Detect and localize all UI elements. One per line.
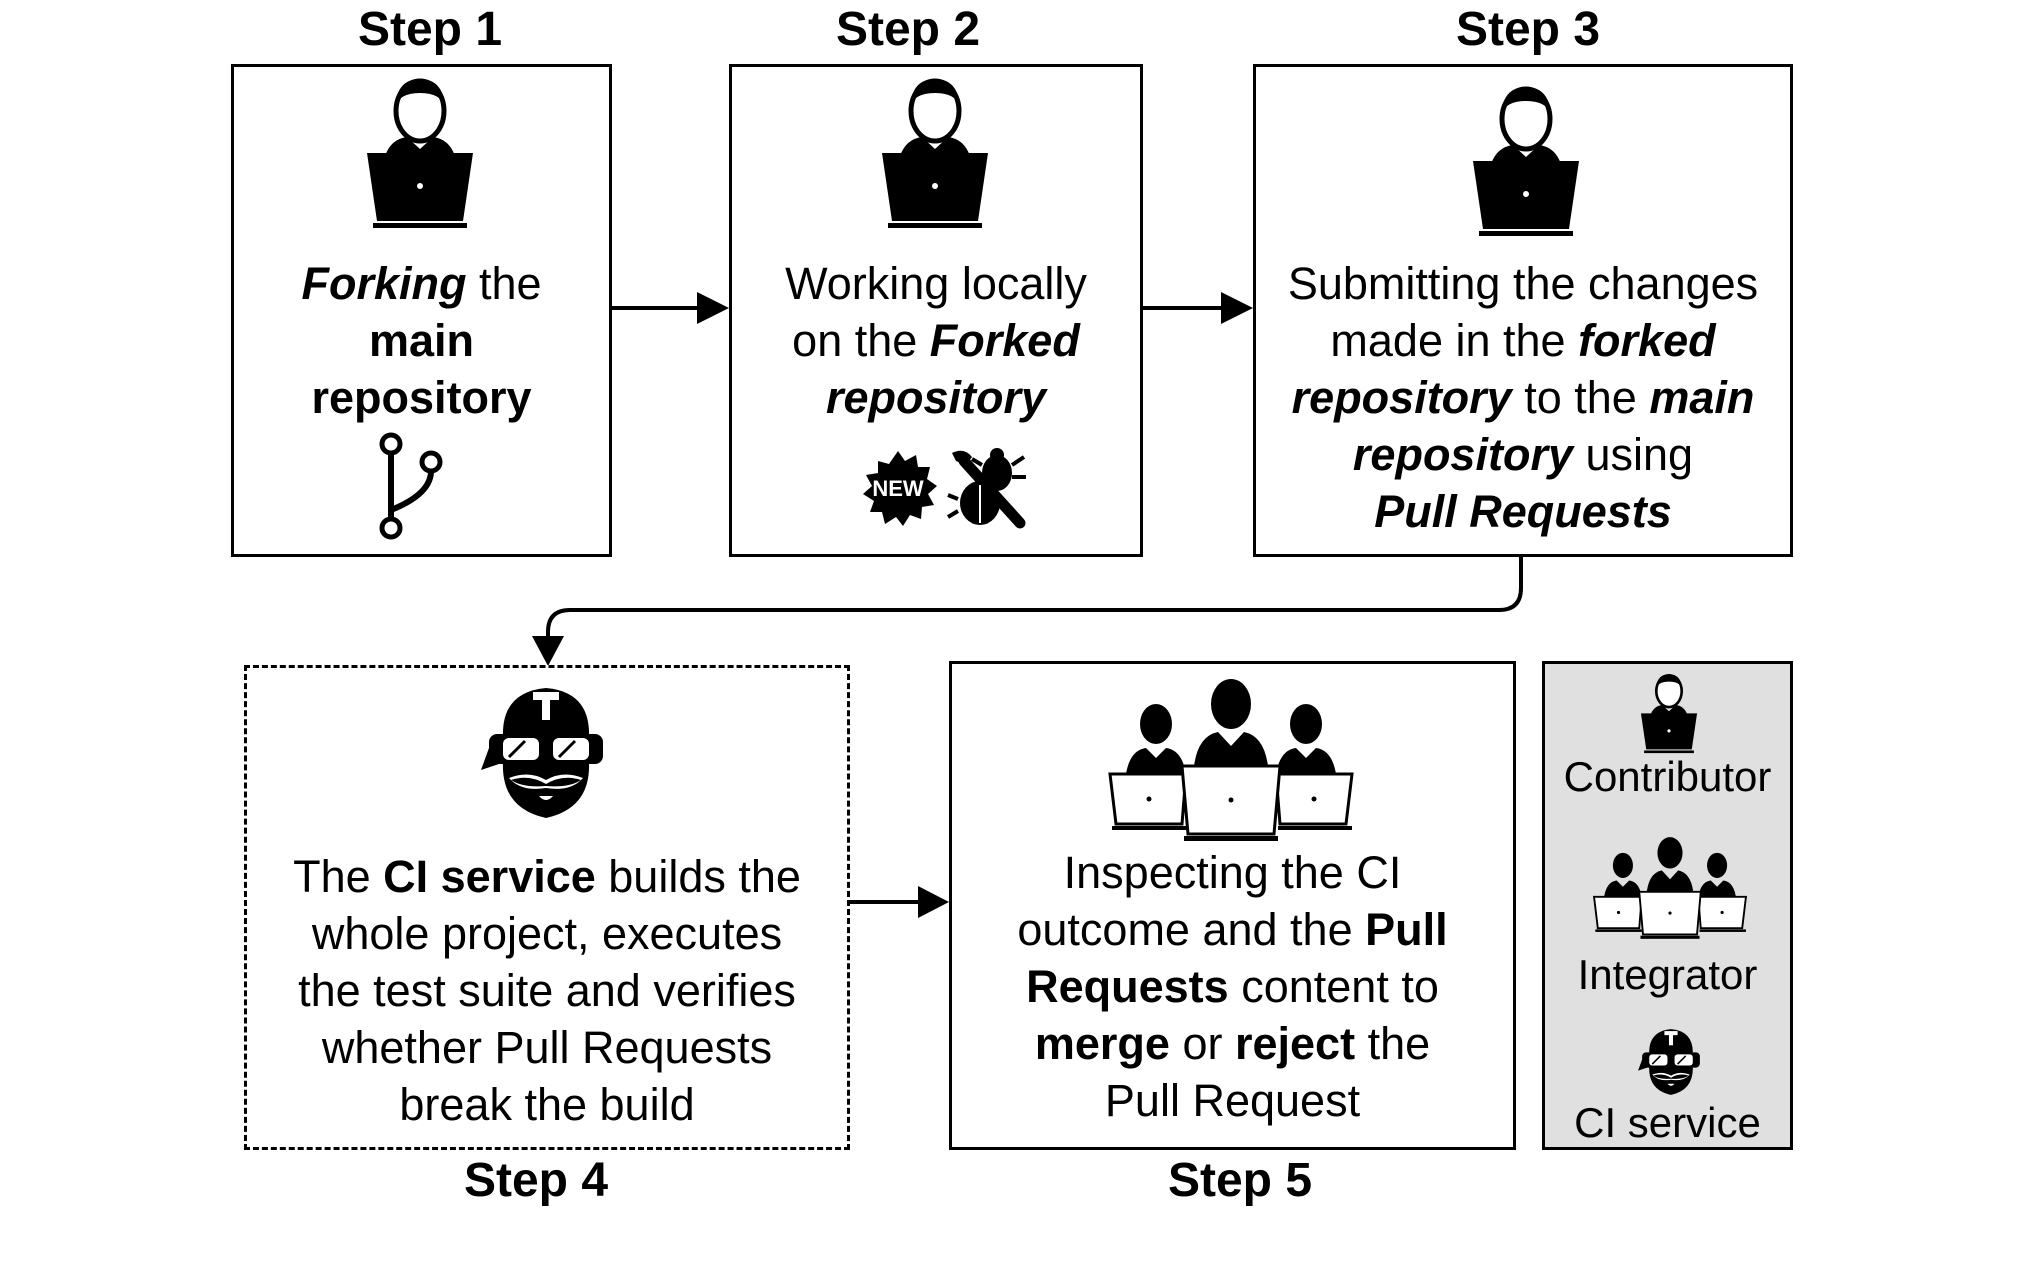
text-run: Forked bbox=[929, 315, 1080, 366]
text-line: Submitting the changes bbox=[1256, 255, 1790, 312]
text-line: repository bbox=[732, 369, 1140, 426]
text-run: repository bbox=[311, 372, 532, 423]
text-line: repository to the main bbox=[1256, 369, 1790, 426]
text-run: or bbox=[1169, 1018, 1235, 1069]
text-run: on the bbox=[792, 315, 930, 366]
legend-label-integrator: Integrator bbox=[1577, 951, 1758, 998]
text-run: Inspecting the CI bbox=[1063, 847, 1402, 898]
text-line: Forking the bbox=[234, 255, 609, 312]
text-run: made in the bbox=[1330, 315, 1579, 366]
text-line: Requests content to bbox=[952, 958, 1513, 1015]
step-1-text: Forking the main repository bbox=[234, 255, 609, 426]
text-run: using bbox=[1572, 429, 1694, 480]
text-run: outcome and the bbox=[1017, 904, 1366, 955]
step-5-title: Step 5 bbox=[1167, 1154, 1313, 1207]
text-line: break the build bbox=[247, 1076, 847, 1133]
text-run: The bbox=[293, 851, 384, 902]
step-1-title: Step 1 bbox=[357, 3, 503, 56]
text-line: made in the forked bbox=[1256, 312, 1790, 369]
text-run: Requests bbox=[1026, 961, 1229, 1012]
text-run: whether Pull Requests bbox=[321, 1022, 773, 1073]
arrow-step3-step4 bbox=[532, 557, 1523, 666]
step-2-title: Step 2 bbox=[835, 3, 981, 56]
text-run: reject bbox=[1234, 1018, 1356, 1069]
text-run: merge bbox=[1034, 1018, 1170, 1069]
text-line: on the Forked bbox=[732, 312, 1140, 369]
text-line: The CI service builds the bbox=[247, 848, 847, 905]
step-5-box: Inspecting the CI outcome and the Pull R… bbox=[949, 661, 1516, 1150]
text-run: main bbox=[1649, 372, 1755, 423]
step-2-text: Working locally on the Forked repository bbox=[732, 255, 1140, 426]
text-run: the test suite and verifies bbox=[298, 965, 796, 1016]
legend-box: Contributor Integrator bbox=[1542, 661, 1793, 1150]
integrator-icon bbox=[1592, 837, 1748, 939]
step-5-text: Inspecting the CI outcome and the Pull R… bbox=[952, 844, 1513, 1129]
text-line: whether Pull Requests bbox=[247, 1019, 847, 1076]
arrow-step1-step2 bbox=[612, 292, 729, 324]
text-run: Working locally bbox=[785, 258, 1087, 309]
text-run: the bbox=[1355, 1018, 1431, 1069]
text-run: repository bbox=[825, 372, 1047, 423]
text-run: Pull bbox=[1365, 904, 1448, 955]
text-run: whole project, executes bbox=[311, 908, 783, 959]
step-3-text: Submitting the changes made in the forke… bbox=[1256, 255, 1790, 540]
text-run: repository bbox=[1291, 372, 1512, 423]
text-line: Pull Request bbox=[952, 1072, 1513, 1129]
text-run: builds the bbox=[595, 851, 801, 902]
arrow-step2-step3 bbox=[1143, 292, 1253, 324]
contributor-icon bbox=[1473, 86, 1579, 236]
integrator-icon bbox=[1108, 679, 1354, 841]
text-line: Inspecting the CI bbox=[952, 844, 1513, 901]
fork-icon bbox=[379, 432, 443, 540]
text-line: Pull Requests bbox=[1256, 483, 1790, 540]
step-1-box: Forking the main repository bbox=[231, 64, 612, 557]
text-run: content to bbox=[1228, 961, 1439, 1012]
text-line: repository bbox=[234, 369, 609, 426]
text-run: repository bbox=[1352, 429, 1573, 480]
step-3-title: Step 3 bbox=[1455, 3, 1601, 56]
legend-label-ci-service: CI service bbox=[1574, 1099, 1761, 1146]
text-line: whole project, executes bbox=[247, 905, 847, 962]
text-run: break the build bbox=[399, 1079, 695, 1130]
text-run: forked bbox=[1578, 315, 1716, 366]
contributor-icon bbox=[367, 78, 473, 228]
text-line: outcome and the Pull bbox=[952, 901, 1513, 958]
text-run: Forking bbox=[301, 258, 467, 309]
text-run: main bbox=[368, 315, 475, 366]
new-badge-text: NEW bbox=[872, 476, 924, 501]
step-2-box: Working locally on the Forked repository… bbox=[729, 64, 1143, 557]
legend-label-contributor: Contributor bbox=[1563, 753, 1772, 800]
text-run: Submitting the changes bbox=[1287, 258, 1759, 309]
text-run: to the bbox=[1511, 372, 1650, 423]
text-line: the test suite and verifies bbox=[247, 962, 847, 1019]
text-run: the bbox=[466, 258, 542, 309]
new-badge-icon: NEW bbox=[863, 451, 937, 526]
step-4-title: Step 4 bbox=[463, 1154, 609, 1207]
text-line: repository using bbox=[1256, 426, 1790, 483]
text-line: Working locally bbox=[732, 255, 1140, 312]
text-line: main bbox=[234, 312, 609, 369]
contributor-icon bbox=[1640, 673, 1698, 754]
step-4-box: The CI service builds the whole project,… bbox=[244, 665, 850, 1150]
ci-service-icon bbox=[1638, 1029, 1700, 1095]
text-run: Pull Requests bbox=[1374, 486, 1672, 537]
text-line: merge or reject the bbox=[952, 1015, 1513, 1072]
text-run: Pull Request bbox=[1104, 1075, 1361, 1126]
ci-service-icon bbox=[481, 688, 603, 818]
step-4-text: The CI service builds the whole project,… bbox=[247, 848, 847, 1133]
arrow-step4-step5 bbox=[850, 886, 949, 918]
bug-fix-icon bbox=[946, 448, 1026, 529]
contributor-icon bbox=[882, 78, 988, 228]
text-run: CI service bbox=[383, 851, 596, 902]
step-3-box: Submitting the changes made in the forke… bbox=[1253, 64, 1793, 557]
